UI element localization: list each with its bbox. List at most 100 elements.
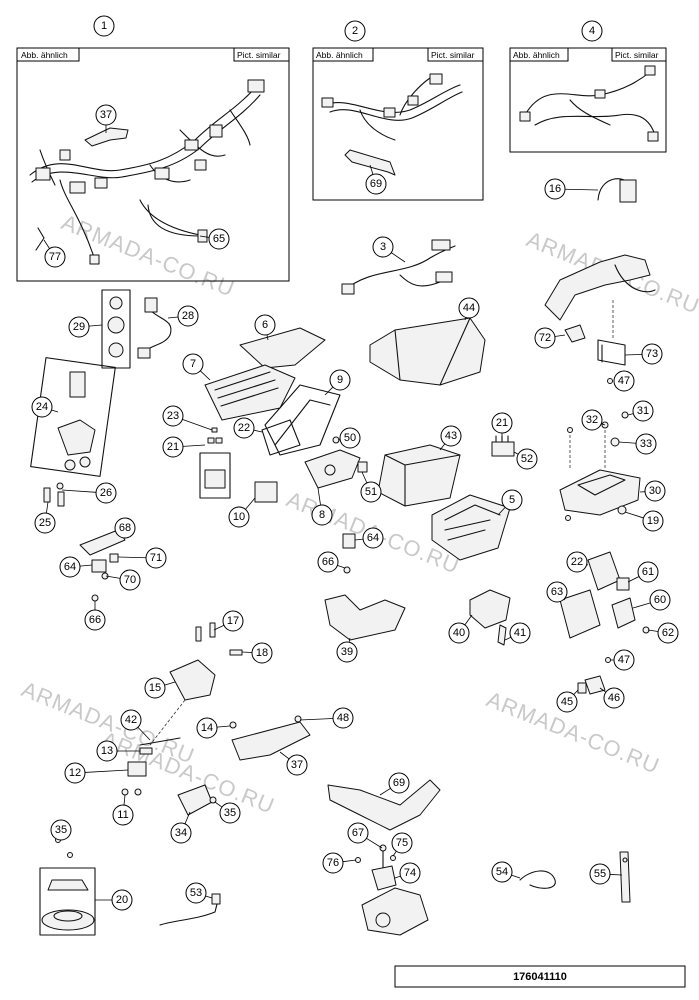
part-13 <box>139 747 153 755</box>
callout-number: 35 <box>55 824 67 836</box>
callout-53: 53 <box>185 882 213 904</box>
callout-number: 22 <box>571 556 583 568</box>
part-21 <box>491 441 515 457</box>
part-lower-mount <box>361 887 429 936</box>
callout-number: 6 <box>262 319 268 331</box>
part-3 <box>344 245 456 291</box>
callout-17: 17 <box>213 610 244 632</box>
callout-leader <box>241 651 253 653</box>
part-64-b <box>342 533 356 549</box>
callout-72: 72 <box>534 327 566 349</box>
illustration-similar-label-en: Pict. similar <box>431 50 475 60</box>
callout-41: 41 <box>504 622 531 644</box>
callout-leader <box>164 681 176 686</box>
callout-21: 21 <box>491 412 513 440</box>
callout-leader <box>51 409 59 413</box>
callout-circle <box>556 691 578 713</box>
part-34 <box>177 784 213 816</box>
callout-leader <box>79 564 93 567</box>
part-71 <box>109 553 119 563</box>
callout-circle <box>516 448 538 470</box>
callout-65: 65 <box>199 228 230 250</box>
callout-circle <box>251 642 273 664</box>
callout-number: 3 <box>380 241 386 253</box>
part-23 <box>211 427 218 433</box>
part-41 <box>497 624 507 646</box>
callout-73: 73 <box>624 343 663 365</box>
callout-number: 65 <box>213 233 225 245</box>
callout-number: 30 <box>649 485 661 497</box>
part-47-b <box>607 378 613 384</box>
callout-number: 2 <box>352 25 358 37</box>
callout-69: 69 <box>379 772 410 796</box>
callout-circle <box>613 649 635 671</box>
callout-number: 23 <box>167 410 179 422</box>
callout-number: 10 <box>233 511 245 523</box>
callout-42: 42 <box>120 709 151 741</box>
callout-leader <box>348 637 351 643</box>
callout-number: 26 <box>100 487 112 499</box>
callout-circle <box>632 400 654 422</box>
callout-35: 35 <box>214 801 241 824</box>
part-7 <box>204 364 296 421</box>
callout-circle <box>95 104 117 126</box>
part-51 <box>357 461 368 473</box>
callout-leader <box>511 874 521 879</box>
callout-circle <box>566 551 588 573</box>
callout-circle <box>111 889 133 911</box>
callout-number: 15 <box>149 682 161 694</box>
callout-number: 71 <box>150 552 162 564</box>
callout-number: 68 <box>119 522 131 534</box>
part-12 <box>127 761 147 777</box>
callout-number: 31 <box>637 405 649 417</box>
callout-leader <box>379 788 391 796</box>
callout-circle <box>391 832 413 854</box>
callout-number: 51 <box>365 486 377 498</box>
part-73 <box>597 339 626 366</box>
callout-leader <box>137 726 151 741</box>
harness-main-frame: Abb. ähnlich Pict. similar <box>16 47 290 282</box>
callout-leader <box>632 602 651 609</box>
part-66-b <box>343 566 351 574</box>
callout-leader <box>624 511 644 519</box>
callout-leader <box>213 624 225 631</box>
callout-number: 50 <box>344 432 356 444</box>
callout-34: 34 <box>170 811 192 844</box>
callout-circle <box>162 436 184 458</box>
callout-5: 5 <box>497 489 523 516</box>
callout-leader <box>216 725 231 728</box>
callout-circle <box>534 327 556 349</box>
harness-frame-2: Abb. ähnlich Pict. similar <box>312 47 484 201</box>
callout-leader <box>337 564 346 569</box>
callout-number: 55 <box>594 868 606 880</box>
callout-circle <box>119 569 141 591</box>
callout-number: 16 <box>549 183 561 195</box>
part-17 <box>195 626 202 642</box>
callout-circle <box>208 228 230 250</box>
callout-leader <box>43 239 50 249</box>
callout-number: 61 <box>642 566 654 578</box>
callout-number: 7 <box>190 358 196 370</box>
callout-14: 14 <box>196 717 231 739</box>
callout-number: 63 <box>551 586 563 598</box>
callout-6: 6 <box>254 314 276 341</box>
part-6 <box>239 327 326 369</box>
part-21-relay <box>207 437 215 444</box>
callout-circle <box>162 405 184 427</box>
callout-circle <box>336 641 358 663</box>
callout-leader <box>266 334 269 341</box>
callout-number: 5 <box>509 494 515 506</box>
callout-69: 69 <box>365 164 387 195</box>
callout-number: 69 <box>370 178 382 190</box>
part-66 <box>91 594 99 602</box>
part-11 <box>121 788 129 796</box>
callout-number: 29 <box>73 321 85 333</box>
callout-number: 41 <box>514 627 526 639</box>
callout-circle <box>311 504 333 526</box>
callout-19: 19 <box>624 510 664 532</box>
part-10-box <box>199 452 231 499</box>
callout-circle <box>657 622 679 644</box>
callout-4: 4 <box>581 20 603 42</box>
callout-circle <box>360 481 382 503</box>
